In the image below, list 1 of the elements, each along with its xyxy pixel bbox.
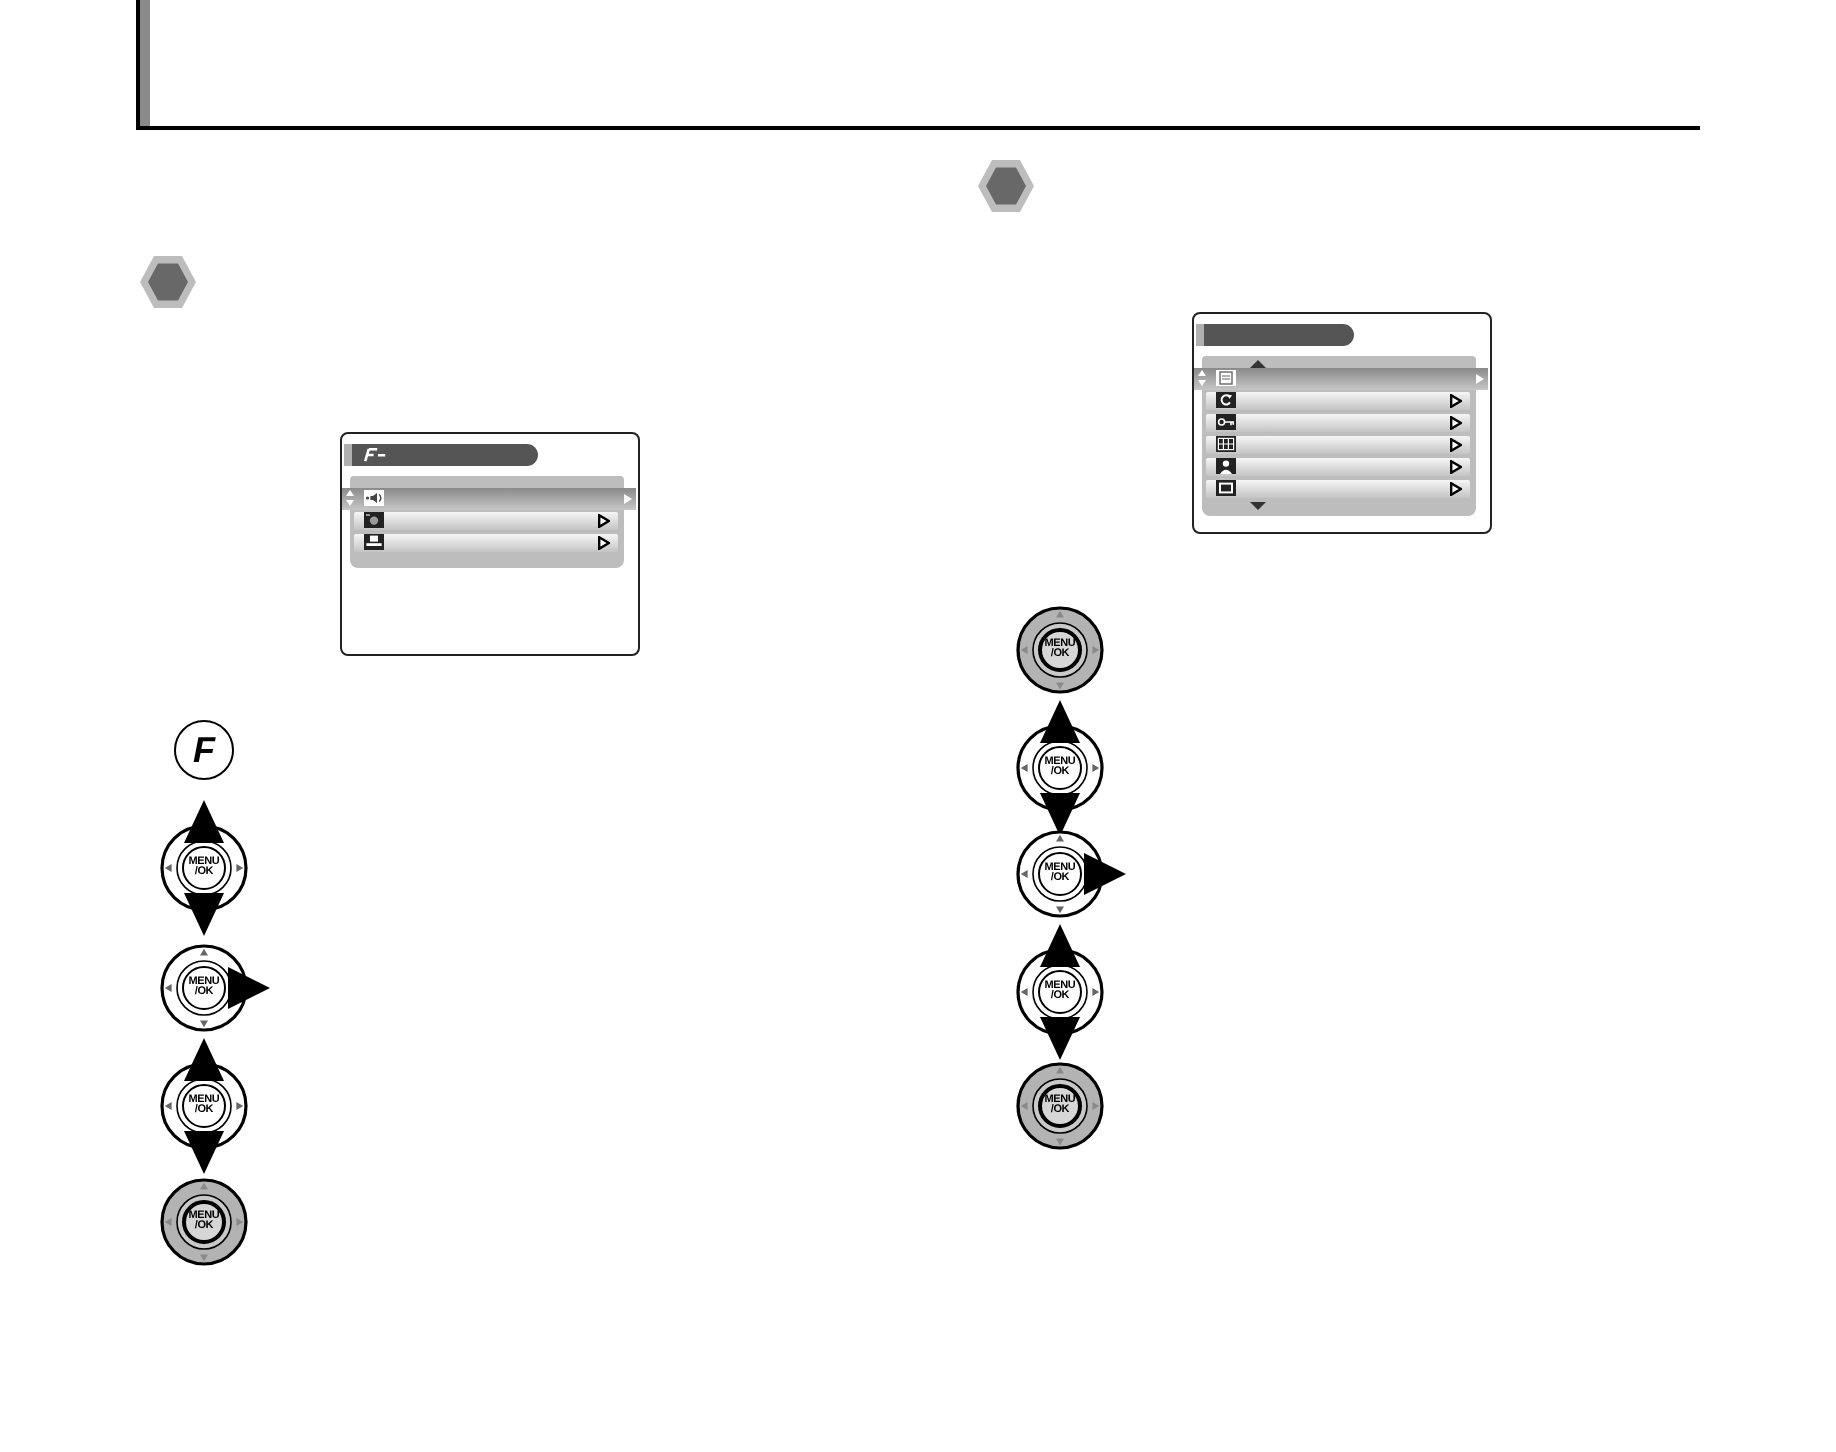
function-button: F (174, 720, 234, 780)
